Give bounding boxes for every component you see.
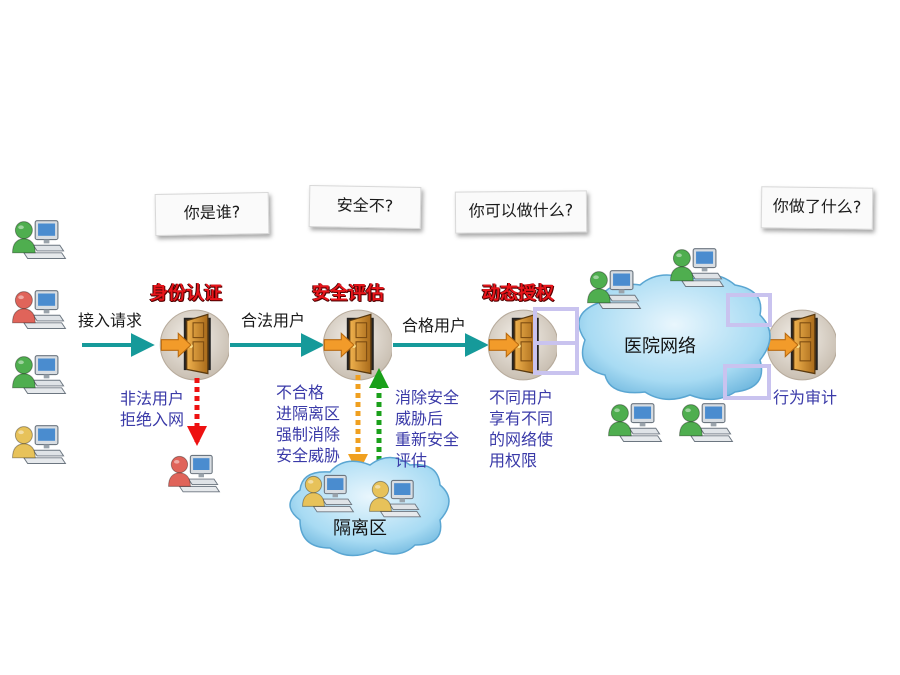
note-audit: 行为审计 [773,388,838,407]
question-note-what-can: 你可以做什么? [454,190,588,234]
question-what-can: 你可以做什么? [468,200,574,221]
question-safe: 安全不? [336,195,394,216]
user-computer-icon-red [167,454,221,493]
user-computer-icon-yellow [11,425,67,465]
label-access-request: 接入请求 [78,311,143,330]
user-computer-icon-green [586,270,642,310]
note-permissions: 不同用户 享有不同 的网络使 用权限 [489,388,554,470]
label-hospital-network: 医院网络 [624,336,696,357]
label-qualified-user: 合格用户 [402,316,467,335]
step-dynamic-authorization: 动态授权 [482,283,554,304]
question-who: 你是谁? [183,202,241,223]
note-reassess: 消除安全 威胁后 重新安全 评估 [395,388,460,470]
user-computer-icon-yellow [301,474,355,513]
door-gate-icon [322,309,392,381]
step-security-assessment: 安全评估 [312,283,384,304]
step-identity-auth: 身份认证 [150,283,222,304]
note-illegal-user: 非法用户 拒绝入网 [120,389,185,429]
label-quarantine-zone: 隔离区 [333,518,387,539]
user-computer-icon-green [11,220,67,260]
question-what-did: 你做了什么? [772,196,862,217]
permission-bracket [533,293,772,400]
user-computer-icon-green [678,403,734,443]
user-computer-icon-red [11,290,67,330]
user-computer-icon-yellow [368,479,422,518]
door-gate-icon [159,309,229,381]
question-note-who: 你是谁? [154,192,270,236]
user-computer-icon-green [607,403,663,443]
user-computer-icon-green [11,355,67,395]
question-note-safe: 安全不? [308,185,422,229]
question-note-what-did: 你做了什么? [760,186,874,230]
door-gate-icon [766,309,836,381]
label-legal-user: 合法用户 [241,311,306,330]
note-unqualified: 不合格 进隔离区 强制消除 安全威胁 [276,383,341,465]
user-computer-icon-green [669,248,725,288]
